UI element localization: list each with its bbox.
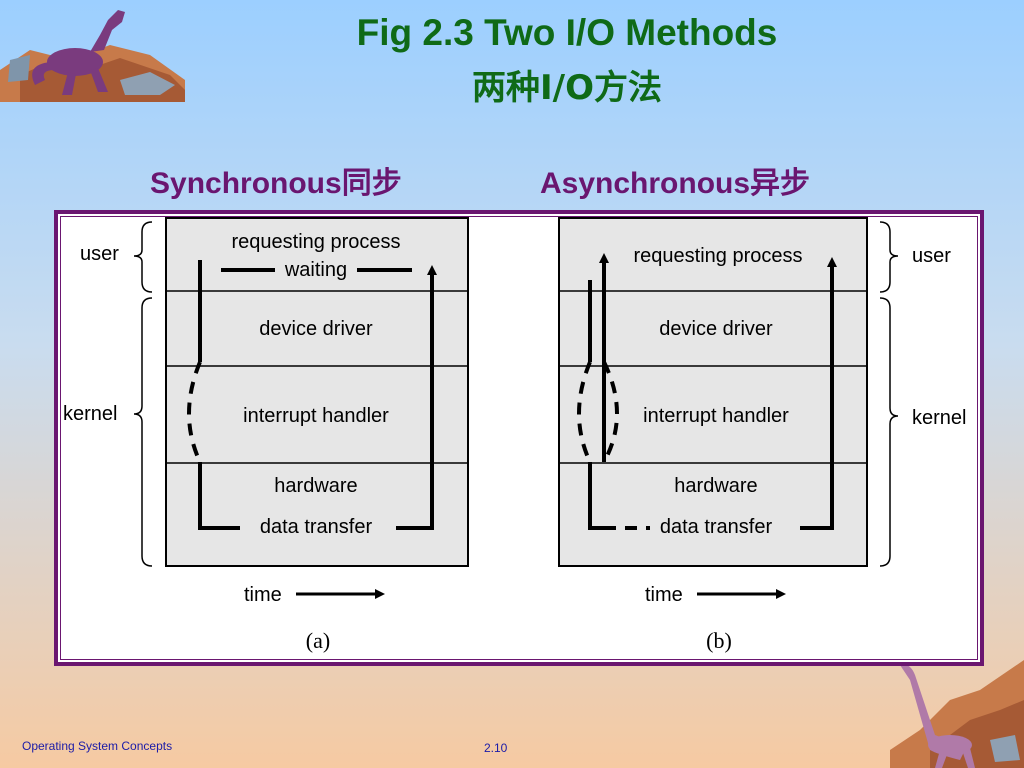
panel-b-time-label: time — [645, 584, 683, 606]
panel-a: requesting process waiting device driver… — [63, 217, 469, 653]
panel-b-layer-requesting-process: requesting process — [634, 245, 803, 267]
panel-b-flow-loop-dashed — [577, 361, 619, 463]
panel-b-flow-return — [800, 257, 837, 530]
panel-a-box — [165, 217, 469, 567]
panel-b-layer-hardware: hardware — [674, 475, 757, 497]
panel-a-layer-device-driver: device driver — [259, 318, 373, 340]
panel-a-kernel-brace — [133, 297, 153, 567]
panel-a-layer-interrupt-handler: interrupt handler — [243, 405, 389, 427]
panel-a-layer-data-transfer: data transfer — [260, 516, 373, 538]
panel-a-time-label: time — [244, 584, 282, 606]
panel-a-layer-requesting-process: requesting process — [232, 231, 401, 253]
figure-inner-border — [60, 216, 978, 660]
panel-a-flow-bottom — [198, 462, 240, 530]
panel-b-layer-interrupt-handler: interrupt handler — [643, 405, 789, 427]
footer-page-number: 2.10 — [484, 741, 508, 755]
slide-title-chinese: 两种I/O方法 — [472, 68, 662, 108]
panel-a-flow-return — [396, 265, 437, 530]
panel-a-layer-hardware: hardware — [274, 475, 357, 497]
footer-course-name: Operating System Concepts — [22, 739, 173, 753]
synchronous-heading: Synchronous同步 — [150, 167, 402, 200]
panel-b-caption: (b) — [706, 628, 732, 653]
dinosaur-logo-top-left — [0, 10, 185, 102]
panel-b-layer-device-driver: device driver — [659, 318, 773, 340]
panel-b-user-brace — [879, 221, 899, 293]
panel-b-flow-bottom — [588, 462, 604, 530]
asynchronous-heading: Asynchronous异步 — [540, 167, 811, 200]
slide-title: Fig 2.3 Two I/O Methods — [356, 12, 778, 53]
panel-b-user-label: user — [912, 245, 951, 267]
panel-a-user-label: user — [80, 243, 119, 265]
panel-b: requesting process device driver interru… — [558, 217, 966, 653]
panel-a-flow-interrupt-dashed — [187, 361, 202, 463]
panel-a-layer-waiting: waiting — [284, 259, 347, 281]
panel-a-user-brace — [133, 221, 153, 293]
panel-a-kernel-label: kernel — [63, 403, 117, 425]
panel-b-kernel-label: kernel — [912, 407, 966, 429]
panel-b-box — [558, 217, 868, 567]
dinosaur-logo-bottom-right — [890, 660, 1024, 768]
panel-b-kernel-brace — [879, 297, 899, 567]
panel-b-layer-data-transfer: data transfer — [660, 516, 773, 538]
panel-a-caption: (a) — [306, 628, 330, 653]
